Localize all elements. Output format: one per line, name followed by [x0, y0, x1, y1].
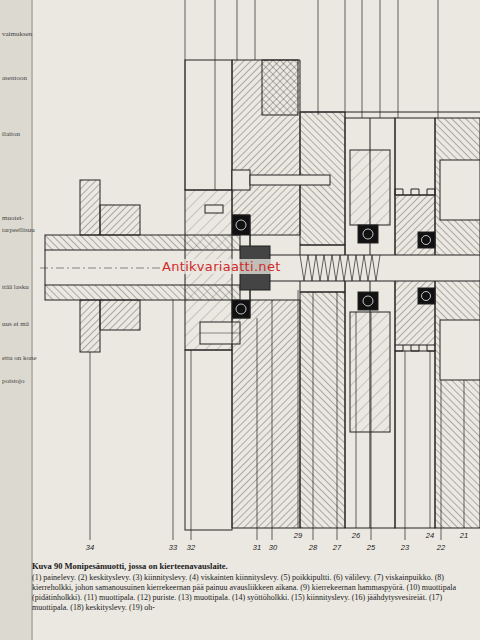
margin-text: tarpeellisuu	[2, 226, 35, 234]
callout-number: 28	[308, 543, 318, 552]
margin-text: muotei-	[2, 214, 24, 222]
facing-page	[0, 0, 32, 640]
margin-text: uus ei mä	[2, 320, 29, 328]
callout-number: 30	[268, 543, 278, 552]
watermark: Antikvariaatti.net	[160, 259, 283, 274]
callout-number: 27	[332, 543, 342, 552]
margin-text: asentoon	[2, 74, 27, 82]
callout-number: 22	[436, 543, 446, 552]
callout-number: 32	[186, 543, 196, 552]
parts-list: (1) painelevy. (2) keskityslevy. (3) kii…	[32, 573, 472, 613]
callout-number: 21	[459, 531, 469, 540]
callout-number: 26	[351, 531, 361, 540]
figure-caption: Kuva 90 Monipesämuotti, jossa on kiertee…	[32, 561, 472, 571]
callout-number: 29	[293, 531, 303, 540]
callout-number: 34	[85, 543, 95, 552]
callout-number: 24	[425, 531, 435, 540]
margin-text: vaimuksen	[2, 30, 32, 38]
callout-number: 25	[366, 543, 376, 552]
callout-number: 23	[400, 543, 410, 552]
gutter	[31, 0, 33, 640]
callout-number: 33	[168, 543, 178, 552]
margin-text: poistojo	[2, 377, 25, 385]
drawing	[40, 0, 480, 540]
margin-text: ilaiton	[2, 130, 20, 138]
margin-text: ettu on kone	[2, 354, 37, 362]
callout-number: 31	[252, 543, 262, 552]
margin-text: ttää lasku	[2, 283, 29, 291]
